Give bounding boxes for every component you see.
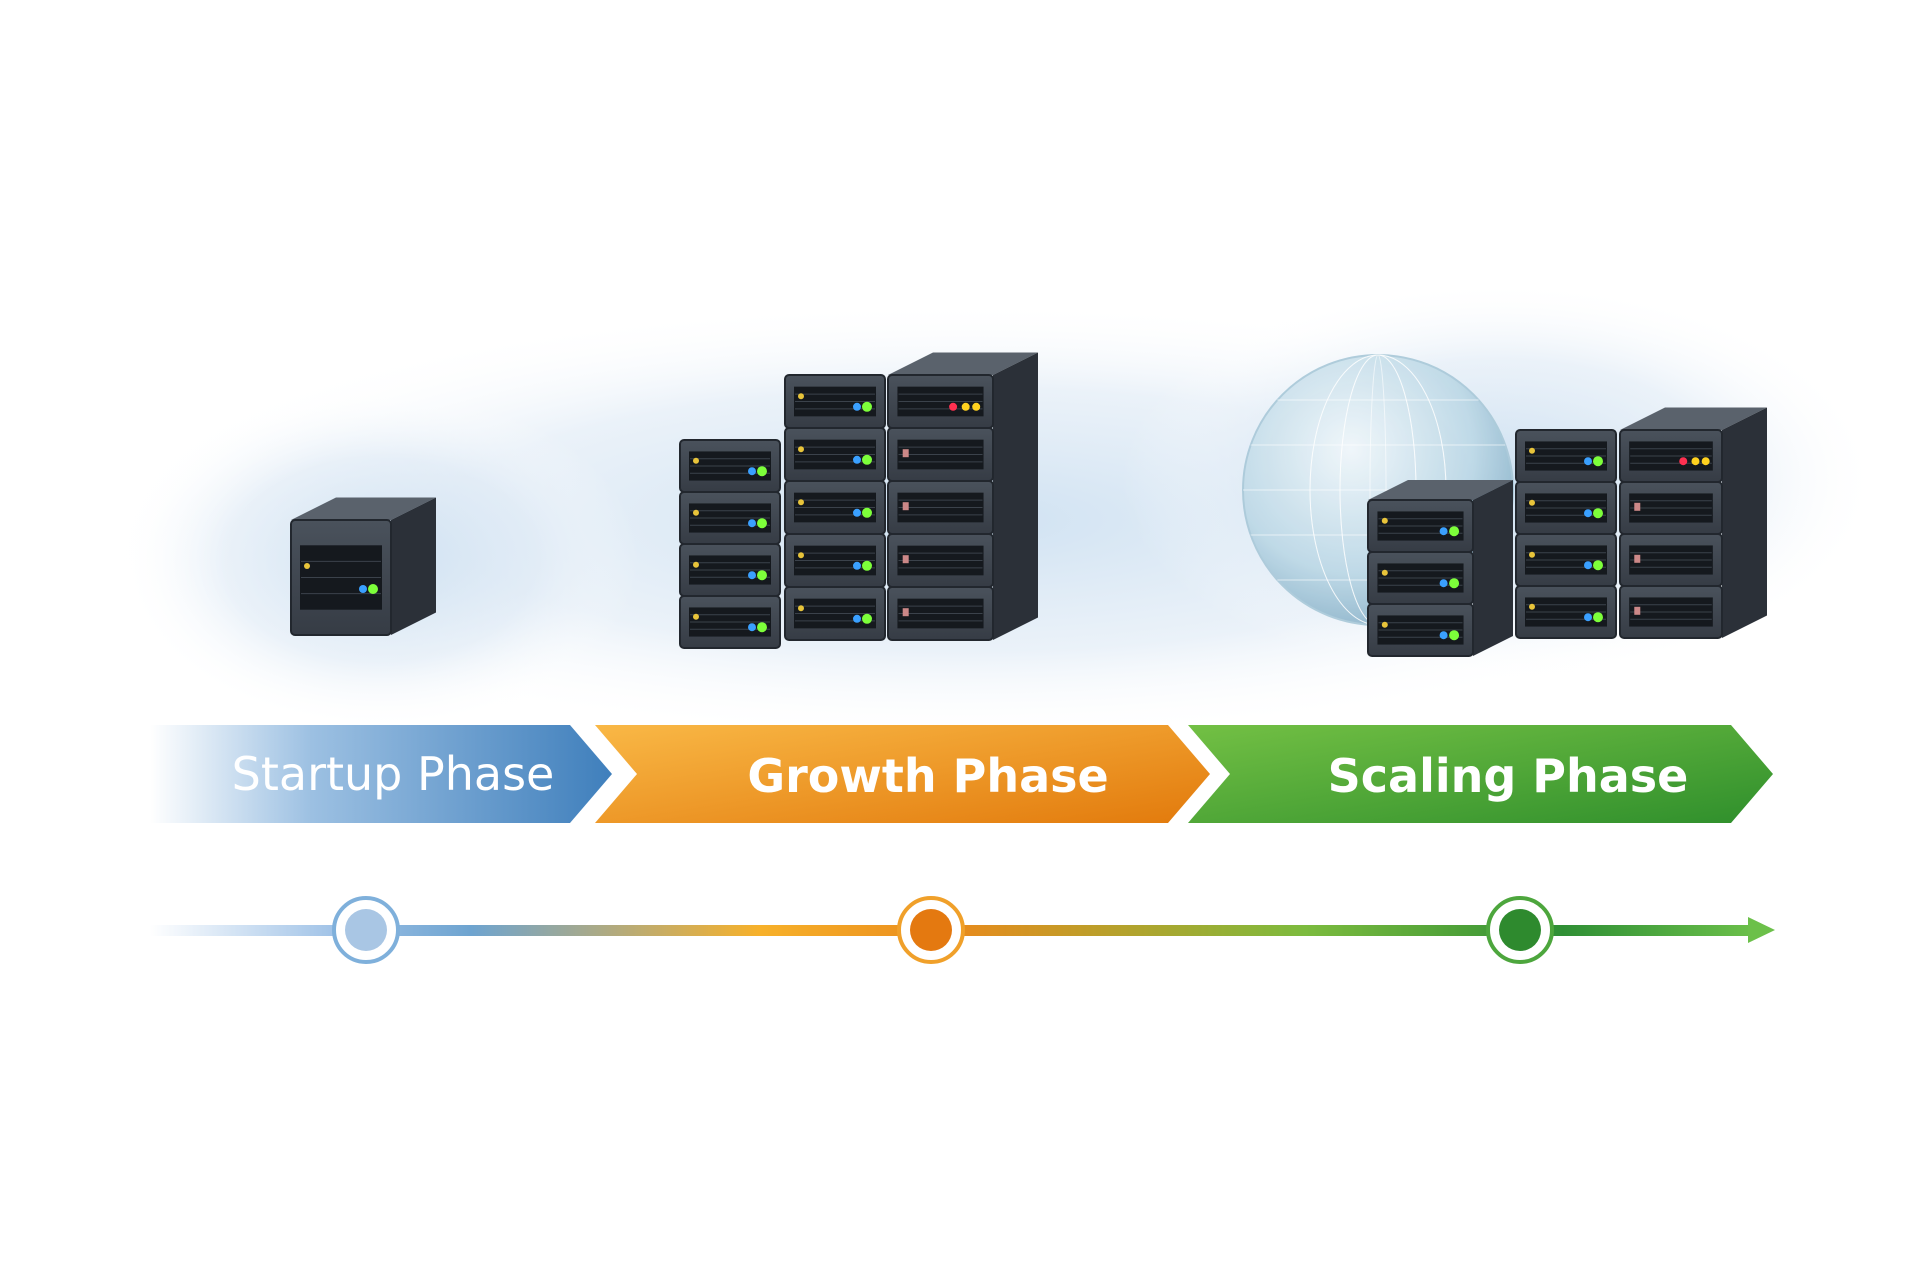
server-icon [679,595,781,649]
server-icon [679,543,781,597]
server-icon [784,374,886,429]
server-rack-icon [784,374,886,641]
server-icon [784,586,886,641]
startup-phase-label: Startup Phase [232,747,555,801]
server-rack-icon [887,352,1038,641]
server-icon [1367,499,1474,553]
server-icon [887,374,994,429]
phase-banners: Startup Phase Growth Phase Scaling Phase [150,725,1773,823]
banner-growth-phase: Growth Phase [595,725,1210,823]
server-rack-icon [679,439,781,649]
server-icon [1515,429,1617,483]
server-rack-icon [290,497,436,636]
server-icon [784,533,886,588]
server-icon [887,427,994,482]
banner-startup-phase: Startup Phase [150,725,612,823]
server-icon [1515,533,1617,587]
timeline [150,896,1775,964]
server-icon [784,427,886,482]
server-icon [1515,481,1617,535]
scaling-phase-label: Scaling Phase [1328,749,1689,803]
server-icon [1619,585,1723,639]
server-icon [784,480,886,535]
server-icon [1619,481,1723,535]
banner-scaling-phase: Scaling Phase [1188,725,1773,823]
server-icon [887,480,994,535]
server-rack-icon [1619,407,1767,639]
server-icon [1367,603,1474,657]
server-icon [679,439,781,493]
server-icon [887,586,994,641]
server-icon [1619,533,1723,587]
server-rack-icon [1367,480,1513,657]
server-icon [679,491,781,545]
timeline-arrow-icon [1748,917,1775,943]
marker-growth [897,896,965,964]
growth-phase-label: Growth Phase [747,749,1108,803]
marker-scaling [1486,896,1554,964]
server-icon [887,533,994,588]
server-icon [1515,585,1617,639]
marker-startup [332,896,400,964]
server-icon [1619,429,1723,483]
server-icon [290,519,392,636]
server-rack-icon [1515,429,1617,639]
server-icon [1367,551,1474,605]
